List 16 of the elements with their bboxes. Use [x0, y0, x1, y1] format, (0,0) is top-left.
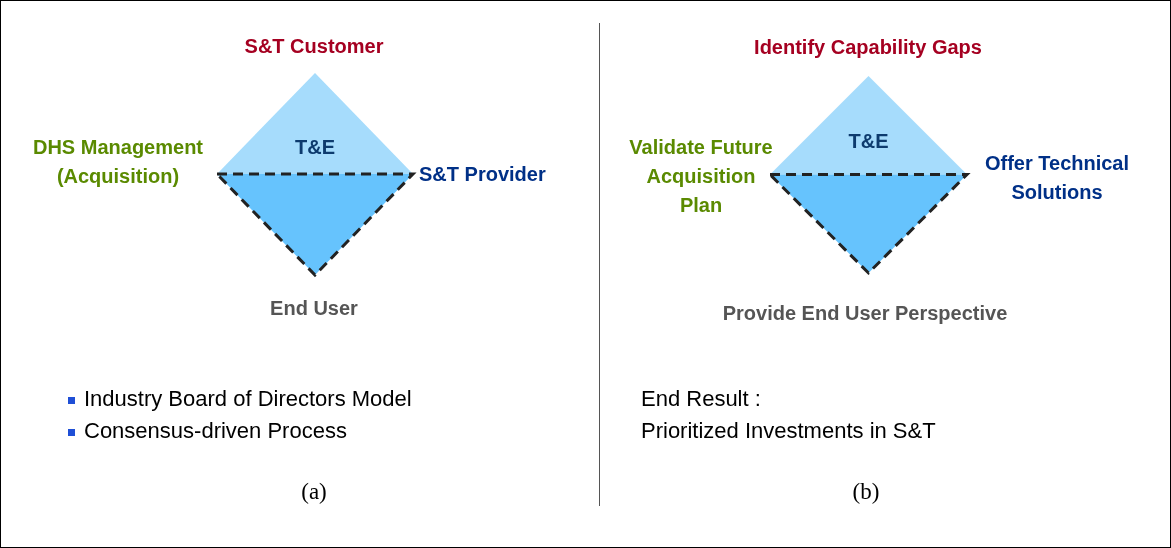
corner-label: DHS Management (Acquisition): [32, 135, 204, 189]
diamond-label: T&E: [294, 136, 336, 159]
corner-label: Validate Future Acquisition Plan: [628, 135, 774, 218]
bullet-text: Consensus-driven Process: [84, 418, 347, 444]
corner-label: Identify Capability Gaps: [753, 35, 983, 60]
corner-label: S&T Customer: [243, 34, 385, 59]
diamond-label: T&E: [847, 130, 890, 153]
corner-label: S&T Provider: [419, 162, 547, 187]
corner-label: Provide End User Perspective: [721, 301, 1009, 326]
corner-label: Offer Technical Solutions: [983, 151, 1131, 205]
panel-caption: (b): [851, 479, 881, 505]
panel-caption: (a): [300, 479, 328, 505]
bullet-text: Prioritized Investments in S&T: [641, 418, 936, 444]
bullet-text: Industry Board of Directors Model: [84, 386, 412, 412]
corner-label: End User: [269, 296, 359, 321]
bullet-text: End Result :: [641, 386, 761, 412]
